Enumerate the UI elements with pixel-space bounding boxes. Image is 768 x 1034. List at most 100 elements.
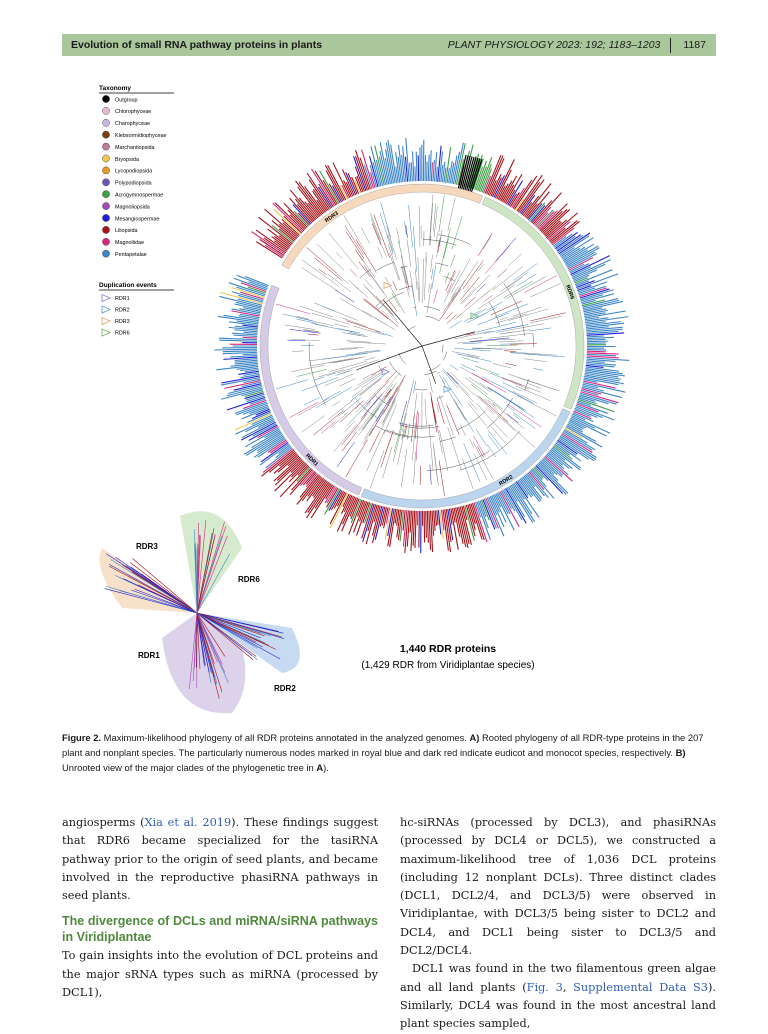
branch	[287, 340, 305, 341]
branch	[276, 304, 310, 314]
tip-bar	[248, 282, 267, 289]
tip-bar	[415, 511, 416, 548]
branch	[476, 284, 485, 293]
branch	[370, 450, 384, 488]
citation-link[interactable]: Xia et al. 2019	[144, 816, 231, 829]
branch	[488, 388, 520, 408]
branch	[350, 269, 357, 277]
branch	[508, 309, 548, 321]
branch	[283, 314, 313, 321]
branch	[348, 333, 361, 335]
branch	[439, 395, 453, 435]
branch	[464, 286, 469, 292]
branch	[433, 442, 437, 479]
tip-bar	[410, 163, 411, 182]
branch	[485, 413, 508, 438]
branch	[307, 334, 318, 335]
duplication-label: RDR1	[115, 296, 130, 302]
branch	[430, 204, 433, 240]
tip-bar	[430, 150, 431, 181]
branch	[462, 458, 473, 489]
branch	[388, 387, 398, 404]
taxon-swatch	[102, 107, 109, 114]
paragraph: hc-siRNAs (processed by DCL3), and phasi…	[400, 814, 716, 960]
taxon-swatch	[102, 191, 109, 198]
branch	[369, 431, 379, 452]
caption-panel-a-label: A)	[470, 732, 480, 743]
branch	[462, 357, 470, 359]
tip-bar	[587, 336, 604, 337]
branch	[475, 366, 499, 375]
caption-end: ).	[323, 762, 329, 773]
branch	[460, 425, 465, 436]
taxon-swatch	[102, 119, 109, 126]
branch	[484, 295, 493, 301]
caption-text-c: Unrooted view of the major clades of the…	[62, 762, 316, 773]
branch	[513, 391, 538, 403]
branch	[372, 224, 381, 245]
branch	[289, 402, 318, 418]
branch	[319, 369, 344, 377]
branch	[315, 377, 325, 380]
branch	[513, 415, 519, 420]
taxon-label: Liliopsida	[115, 228, 137, 234]
branch	[389, 300, 397, 312]
taxon-swatch	[102, 131, 109, 138]
branch	[507, 277, 522, 287]
branch	[478, 396, 508, 422]
branch	[474, 454, 487, 480]
tip-bar	[428, 155, 429, 181]
supplemental-link[interactable]: Supplemental Data S3	[573, 981, 708, 994]
branch	[418, 257, 420, 300]
taxon-swatch	[102, 238, 109, 245]
branch	[314, 303, 335, 311]
tip-bar	[587, 351, 606, 352]
taxon-swatch	[102, 179, 109, 186]
branch	[419, 206, 420, 247]
tip-bar	[412, 151, 413, 181]
taxon-label: Outgroup	[115, 97, 137, 103]
tip-bar	[435, 510, 436, 525]
branch	[393, 423, 403, 462]
tip-bar	[411, 162, 412, 181]
figure-caption: Figure 2. Maximum-likelihood phylogeny o…	[62, 730, 716, 776]
branch	[508, 400, 524, 410]
branch	[361, 228, 369, 244]
branch-arc	[399, 286, 412, 290]
taxonomy-legend-items: OutgroupChlorophyceaeCharophyceaeKlebsor…	[102, 95, 166, 258]
branch	[392, 293, 400, 307]
duplication-marker-icon	[102, 329, 110, 336]
tip-bar	[587, 341, 609, 342]
branch	[405, 425, 407, 436]
duplication-label: RDR6	[115, 331, 130, 337]
branch	[433, 203, 436, 231]
branch	[329, 233, 359, 269]
branch	[500, 317, 508, 320]
clade-ring-label: RDR1	[304, 453, 319, 468]
branch	[335, 272, 349, 284]
branch	[346, 440, 368, 477]
tip-bar	[587, 339, 605, 340]
branch	[322, 353, 368, 359]
branch-arc	[413, 307, 416, 308]
branch	[412, 284, 417, 316]
branch-arc	[438, 235, 470, 245]
branch	[434, 409, 442, 454]
branch	[414, 452, 416, 484]
branch	[525, 380, 560, 391]
taxonomy-legend-title: Taxonomy	[99, 85, 131, 92]
journal-citation: PLANT PHYSIOLOGY 2023: 192; 1183–1203	[448, 39, 661, 51]
figure-link[interactable]: Fig. 3	[527, 981, 563, 994]
tip-bar	[427, 511, 428, 543]
tip-bar	[427, 162, 428, 181]
branch	[434, 289, 438, 303]
branch	[380, 401, 395, 431]
branch	[517, 396, 556, 417]
running-header: Evolution of small RNA pathway proteins …	[62, 34, 716, 56]
branch	[516, 386, 551, 401]
branch	[313, 410, 343, 435]
branch	[397, 423, 406, 465]
